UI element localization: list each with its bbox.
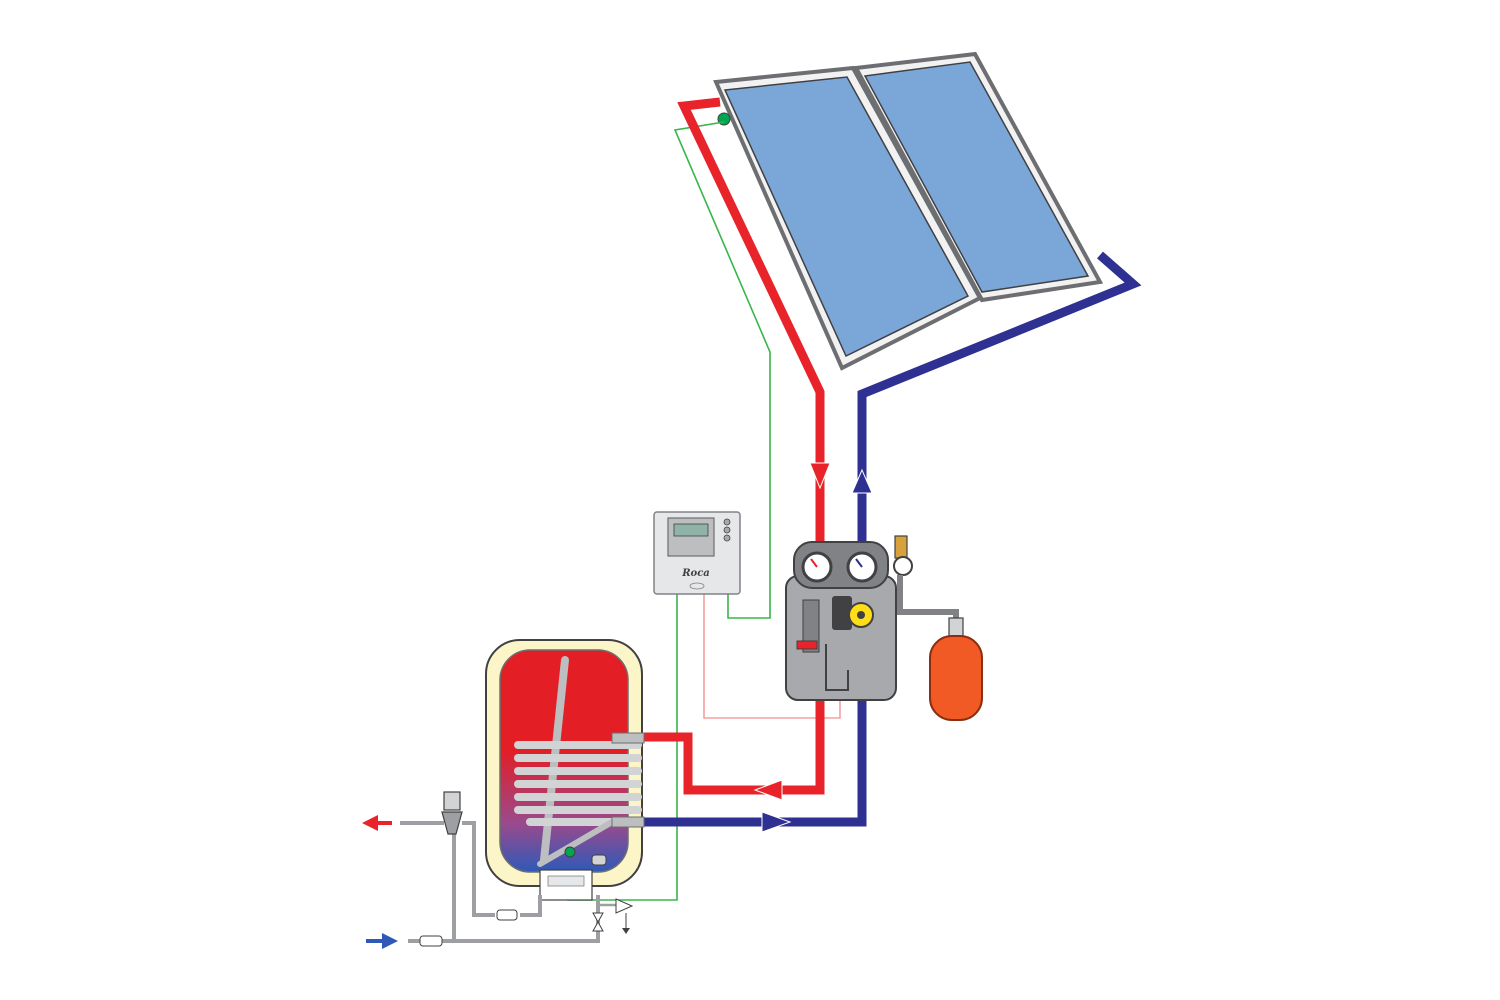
expansion-vessel-connection — [897, 575, 959, 628]
flow-direction-arrow-icon — [753, 779, 783, 801]
thermostatic-mixing-valve-icon — [441, 811, 463, 835]
heat-exchanger-coil — [514, 656, 642, 867]
flow-direction-arrow-icon — [809, 462, 831, 490]
coil-inlet-connector — [611, 732, 645, 744]
coil-bottom-pipe — [537, 819, 615, 867]
pump-motor — [832, 596, 852, 630]
pressure-relief-valve-icon — [615, 898, 634, 914]
check-valve-icon — [592, 920, 604, 932]
controller-button — [723, 526, 731, 534]
tank-hot-connection — [520, 895, 542, 917]
controller-display — [673, 523, 709, 537]
pump-rotor — [857, 611, 865, 619]
mixing-bypass-pipe — [462, 821, 495, 917]
collector-sensor-wire — [673, 121, 771, 619]
expansion-vessel-body — [929, 635, 983, 721]
controller-button — [723, 518, 731, 526]
cold-water-main-pipe — [408, 833, 456, 943]
pressure-gauge-icon — [893, 556, 913, 576]
tank-flange-cover — [547, 875, 585, 887]
cold-inlet-valve-icon — [419, 935, 443, 947]
solar-panel-glass-left — [723, 76, 970, 358]
expansion-vessel-valve — [948, 617, 964, 637]
pump-signal-wire — [703, 594, 841, 719]
drain-arrow-icon — [622, 928, 630, 934]
safety-valve-icon — [894, 535, 908, 559]
flow-direction-arrow-icon — [851, 468, 873, 494]
pump-internal-pipe — [825, 644, 849, 691]
water-flow-indicators — [362, 815, 398, 949]
expansion-vessel — [929, 617, 983, 721]
controller-brand-logo: Roca — [681, 568, 710, 579]
isolation-valve-icon — [496, 909, 518, 921]
pump-station — [785, 535, 959, 701]
controller-badge — [689, 582, 705, 590]
hot-water-outlet-arrow-icon — [362, 815, 392, 831]
tank-sensor-icon — [564, 846, 576, 858]
storage-tank — [485, 639, 645, 901]
gauge-needle — [855, 558, 863, 568]
coil-outlet-connector — [611, 816, 645, 828]
domestic-water-fittings — [419, 791, 634, 947]
tank-drain-plug — [591, 854, 607, 866]
controller-button — [723, 534, 731, 542]
cold-water-inlet-arrow-icon — [366, 933, 398, 949]
tank-cold-inlet-pipe — [454, 895, 600, 943]
gauge-needle — [810, 558, 818, 568]
hot-flow-pipe — [640, 97, 825, 795]
pump-label-plate — [796, 640, 818, 650]
solar-panel-glass-right — [863, 61, 1090, 293]
solar-collector-array — [713, 51, 1104, 371]
pump-pipe-section — [802, 599, 820, 653]
solar-loop-pipes — [640, 97, 1142, 833]
thermostatic-mixing-valve-head — [443, 791, 461, 811]
check-valve-icon — [592, 912, 604, 924]
flow-direction-arrow-icon — [761, 811, 792, 833]
solar-controller: Roca — [653, 511, 741, 595]
